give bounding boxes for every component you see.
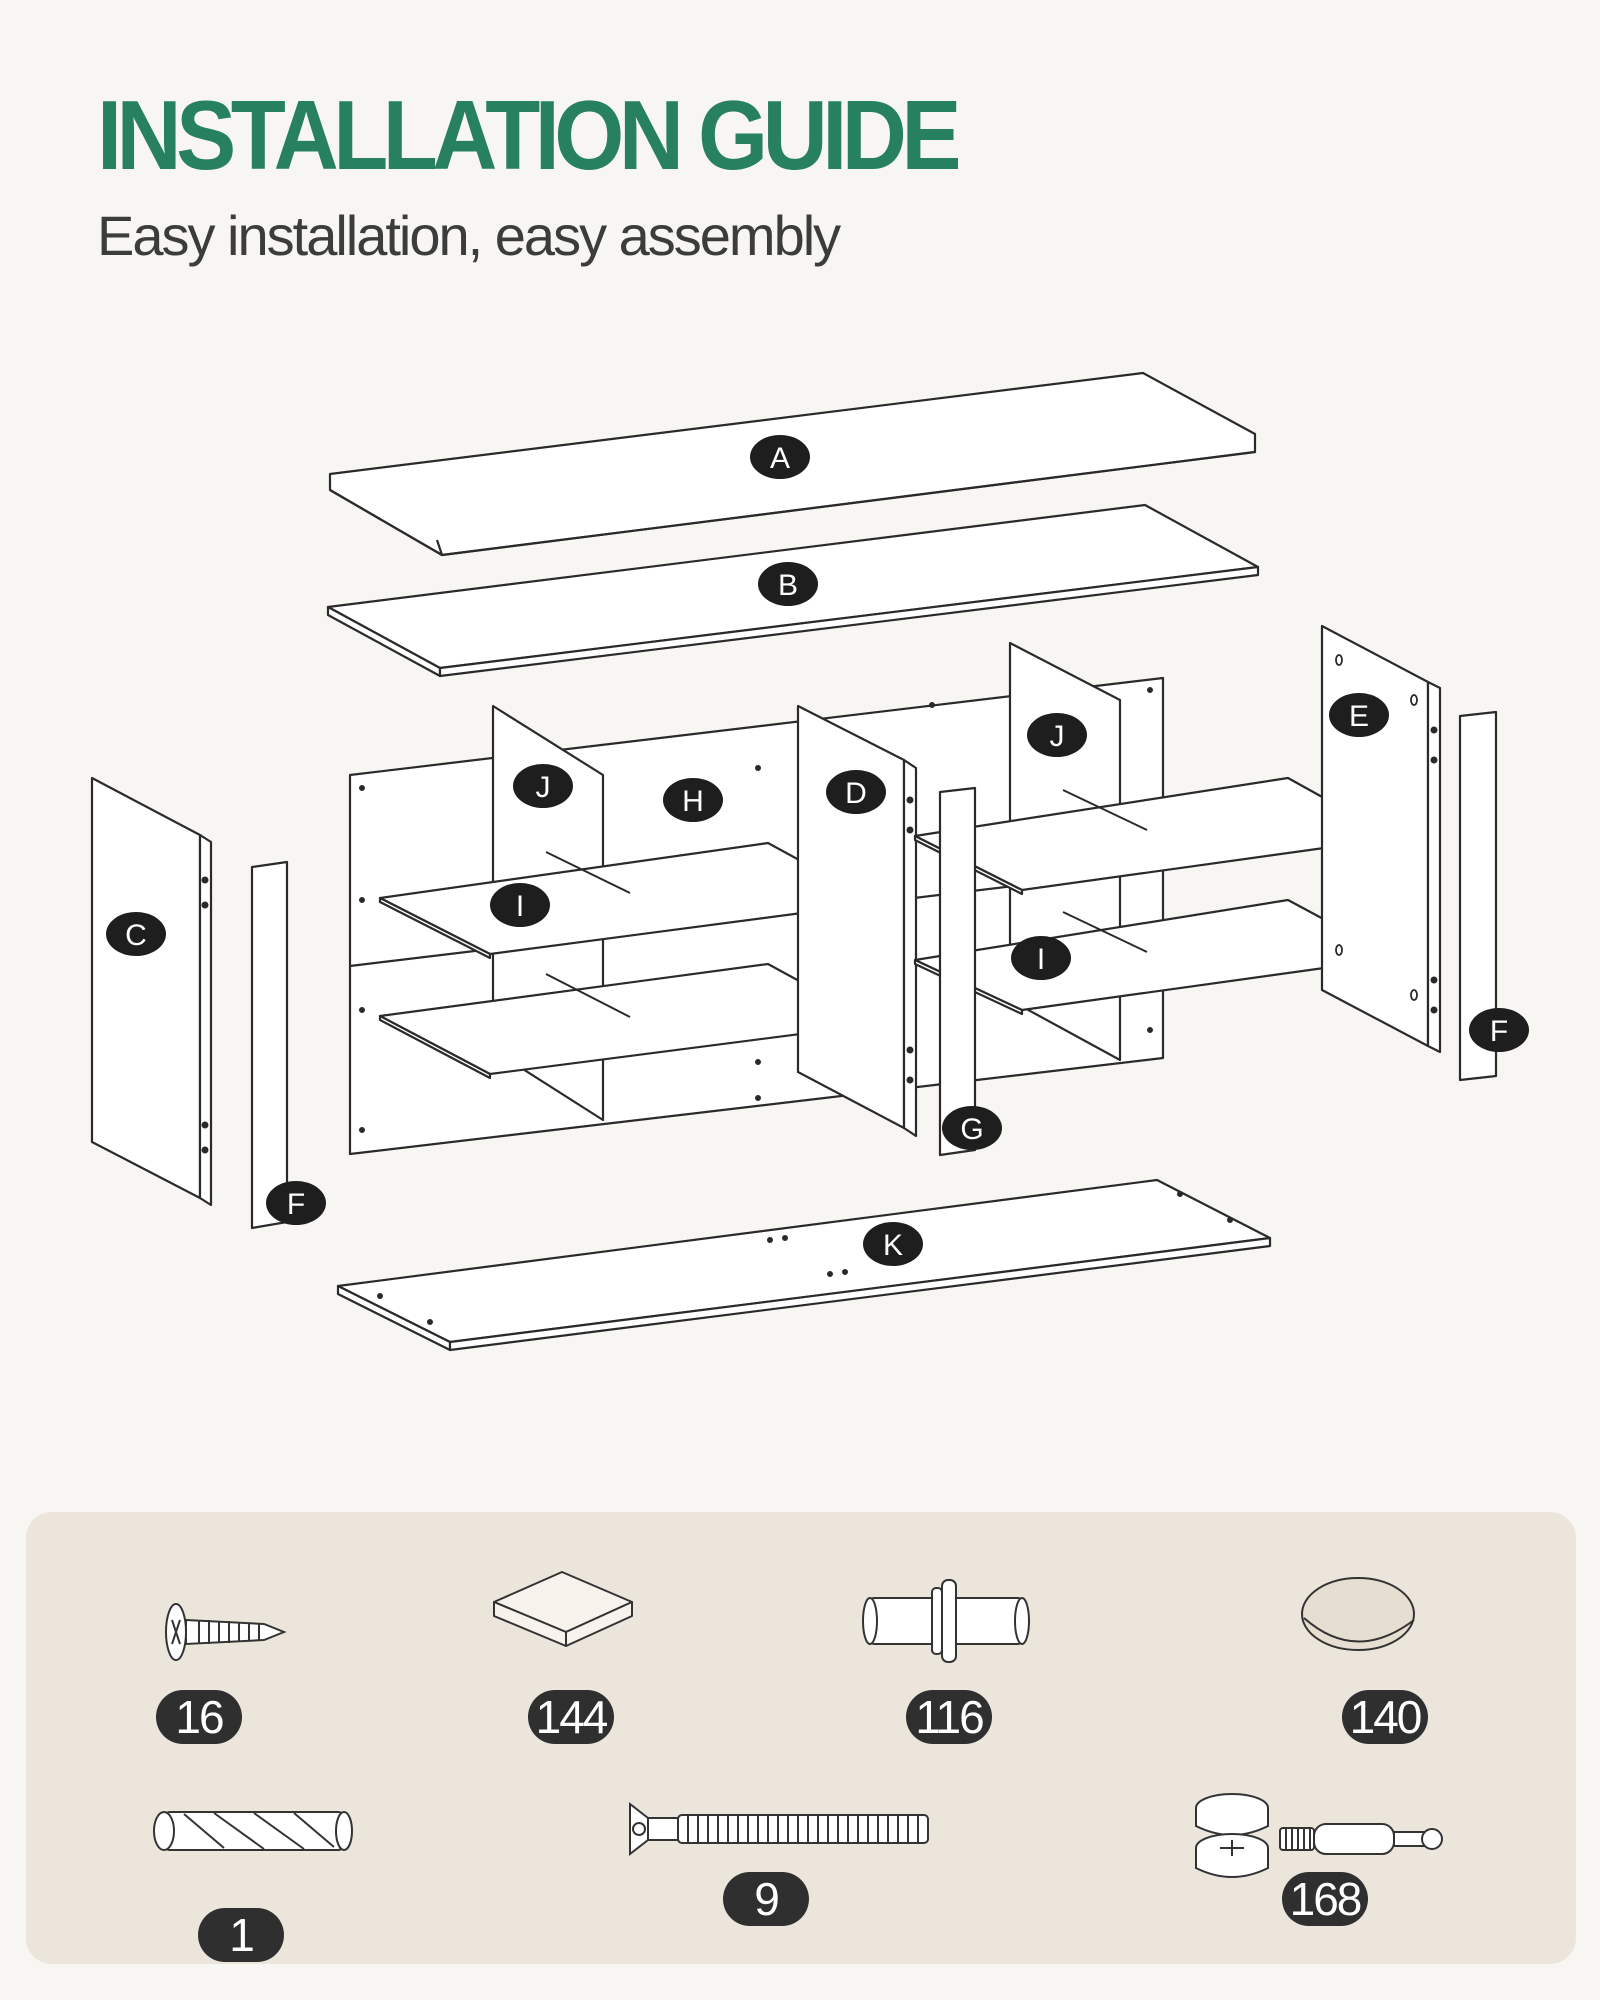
svg-text:G: G [960, 1113, 983, 1146]
label-h: H [663, 778, 723, 822]
label-j-left: J [513, 764, 573, 808]
label-f-left: F [266, 1181, 326, 1225]
label-c: C [106, 912, 166, 956]
svg-text:I: I [516, 890, 524, 923]
label-g: G [942, 1106, 1002, 1150]
svg-text:A: A [770, 442, 790, 475]
svg-text:H: H [682, 785, 704, 818]
hardware-qty-dowel: 116 [906, 1690, 992, 1744]
hardware-qty-wood-dowel: 1 [198, 1908, 284, 1962]
pad-icon [1301, 1577, 1415, 1651]
panel-c [90, 776, 213, 1207]
svg-text:F: F [287, 1188, 305, 1221]
svg-text:D: D [845, 777, 867, 810]
panel-k [336, 1178, 1272, 1352]
svg-text:C: C [125, 919, 147, 952]
label-e: E [1329, 693, 1389, 737]
svg-text:J: J [1050, 720, 1065, 753]
hardware-qty-cam-lock: 168 [1282, 1872, 1368, 1926]
label-k: K [863, 1222, 923, 1266]
svg-text:K: K [883, 1229, 903, 1262]
page-title: INSTALLATION GUIDE [97, 80, 961, 190]
panel-f-right [1458, 710, 1498, 1082]
label-d: D [826, 770, 886, 814]
label-j-right: J [1027, 713, 1087, 757]
panel-d [796, 704, 918, 1138]
svg-text:E: E [1349, 700, 1369, 733]
panel-g [938, 786, 977, 1157]
label-a: A [750, 435, 810, 479]
hardware-panel: 16 144 116 [26, 1512, 1576, 1964]
panel-f-left [250, 860, 289, 1230]
panel-e [1320, 624, 1442, 1054]
dowel-icon [862, 1579, 1030, 1663]
hardware-qty-plate: 144 [528, 1690, 614, 1744]
wood-dowel-icon [153, 1811, 353, 1851]
label-f-right: F [1469, 1008, 1529, 1052]
plate-icon [493, 1571, 633, 1647]
label-i-left: I [490, 883, 550, 927]
hardware-qty-long-screw: 9 [723, 1872, 809, 1926]
cam-lock-icon [1195, 1793, 1443, 1878]
long-screw-icon [629, 1801, 929, 1857]
exploded-assembly-diagram: A B C D E F F G H I I J J K [90, 371, 1529, 1352]
label-b: B [758, 562, 818, 606]
screw-icon [165, 1603, 287, 1661]
svg-text:I: I [1037, 943, 1045, 976]
svg-text:F: F [1490, 1015, 1508, 1048]
svg-text:J: J [536, 771, 551, 804]
svg-text:B: B [778, 569, 798, 602]
label-i-right: I [1011, 936, 1071, 980]
page-subtitle: Easy installation, easy assembly [97, 204, 841, 267]
hardware-qty-pad: 140 [1342, 1690, 1428, 1744]
hardware-qty-screw: 16 [156, 1690, 242, 1744]
